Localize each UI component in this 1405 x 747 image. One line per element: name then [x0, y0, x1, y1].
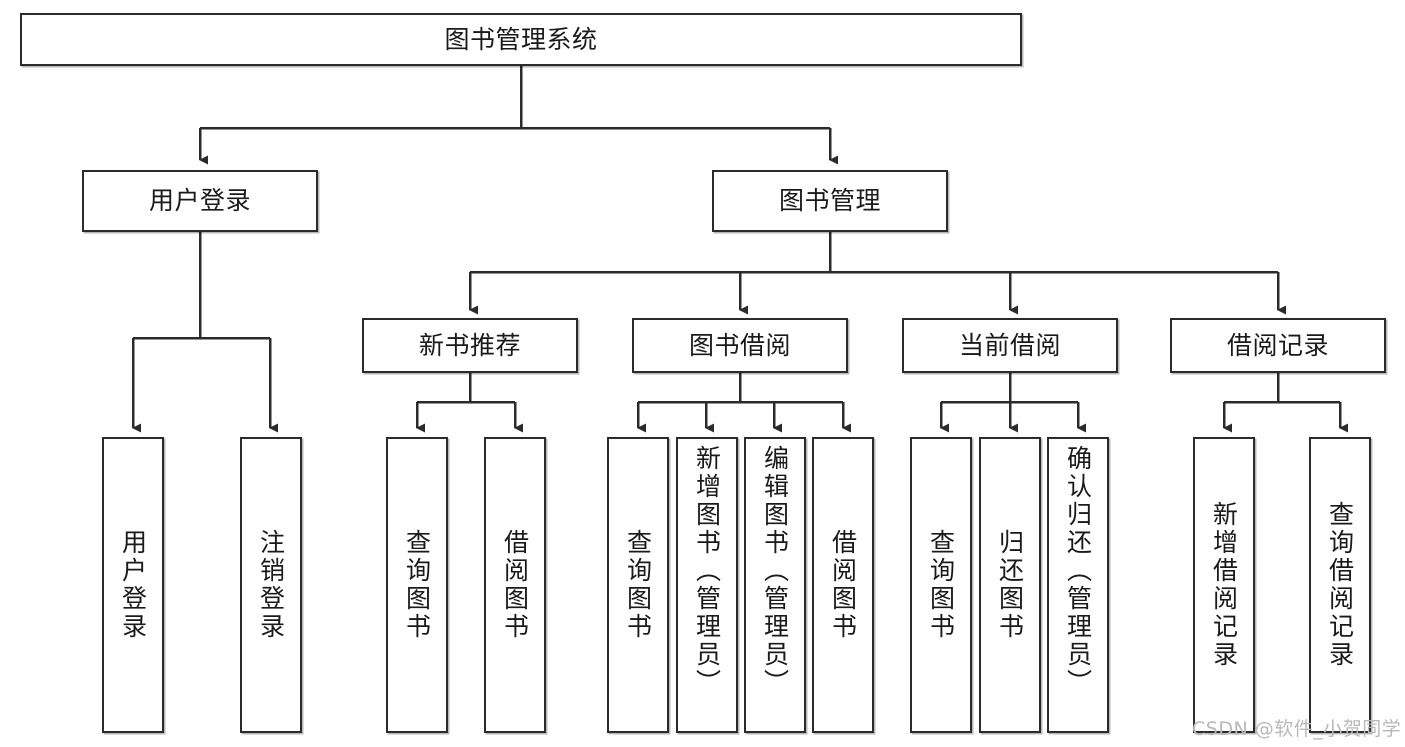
node-user-login[interactable]: 用户登录 [82, 170, 318, 232]
node-leaf-add-book-label: 新增图书（管理员） [692, 445, 722, 697]
node-leaf-add-record[interactable]: 新增借阅记录 [1193, 437, 1255, 733]
node-leaf-query-record-label: 查询借阅记录 [1325, 501, 1355, 669]
node-leaf-user-login[interactable]: 用户登录 [102, 437, 164, 733]
node-leaf-add-record-label: 新增借阅记录 [1209, 501, 1239, 669]
node-leaf-borrow-book-2[interactable]: 借阅图书 [812, 437, 874, 733]
node-current-borrow[interactable]: 当前借阅 [902, 318, 1118, 373]
node-current-borrow-label: 当前借阅 [958, 330, 1061, 360]
node-leaf-query-book-3-label: 查询图书 [926, 529, 956, 641]
node-leaf-return-book-label: 归还图书 [995, 529, 1025, 641]
node-book-borrow-label: 图书借阅 [688, 330, 791, 360]
node-leaf-confirm-return[interactable]: 确认归还（管理员） [1047, 437, 1109, 733]
node-root-label: 图书管理系统 [444, 24, 598, 54]
node-leaf-query-book-1-label: 查询图书 [402, 529, 432, 641]
node-leaf-borrow-book-2-label: 借阅图书 [828, 529, 858, 641]
node-leaf-add-book[interactable]: 新增图书（管理员） [676, 437, 738, 733]
node-book-borrow[interactable]: 图书借阅 [632, 318, 848, 373]
node-leaf-query-record[interactable]: 查询借阅记录 [1309, 437, 1371, 733]
node-leaf-query-book-3[interactable]: 查询图书 [910, 437, 972, 733]
node-leaf-query-book-1[interactable]: 查询图书 [386, 437, 448, 733]
node-new-book-rec-label: 新书推荐 [418, 330, 521, 360]
node-root[interactable]: 图书管理系统 [20, 13, 1022, 66]
node-leaf-edit-book[interactable]: 编辑图书（管理员） [744, 437, 806, 733]
node-borrow-record-label: 借阅记录 [1226, 330, 1329, 360]
node-new-book-rec[interactable]: 新书推荐 [362, 318, 578, 373]
node-leaf-query-book-2-label: 查询图书 [623, 529, 653, 641]
node-leaf-user-logout-label: 注销登录 [256, 529, 286, 641]
watermark-text: CSDN @软件_小贺同学 [1192, 718, 1402, 740]
node-leaf-confirm-return-label: 确认归还（管理员） [1063, 445, 1093, 697]
node-leaf-user-logout[interactable]: 注销登录 [240, 437, 302, 733]
node-leaf-borrow-book-1[interactable]: 借阅图书 [484, 437, 546, 733]
node-leaf-return-book[interactable]: 归还图书 [979, 437, 1041, 733]
node-borrow-record[interactable]: 借阅记录 [1170, 318, 1386, 373]
node-leaf-query-book-2[interactable]: 查询图书 [607, 437, 669, 733]
node-leaf-user-login-label: 用户登录 [118, 529, 148, 641]
node-user-login-label: 用户登录 [148, 186, 251, 215]
node-book-manage[interactable]: 图书管理 [712, 170, 948, 232]
node-book-manage-label: 图书管理 [778, 186, 881, 215]
node-leaf-borrow-book-1-label: 借阅图书 [500, 529, 530, 641]
node-leaf-edit-book-label: 编辑图书（管理员） [760, 445, 790, 697]
